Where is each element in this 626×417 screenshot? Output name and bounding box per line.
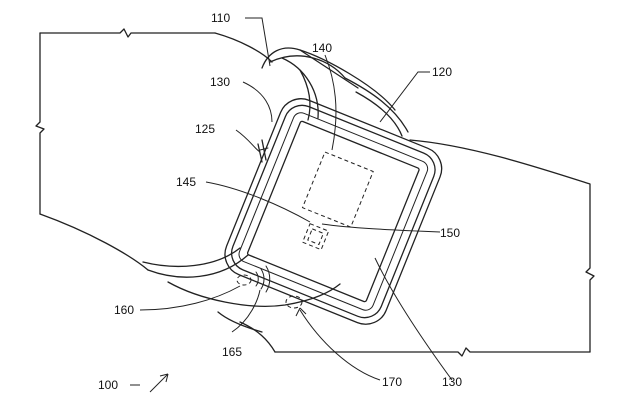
ref-label-120: 120 <box>432 65 452 79</box>
crown-button <box>257 139 269 163</box>
reference-numerals: 110 140 120 130 125 145 150 160 165 170 … <box>98 11 462 392</box>
ref-label-125: 125 <box>195 122 215 136</box>
rear-strap <box>261 47 396 121</box>
top-strap <box>344 77 409 137</box>
watch-case <box>224 98 443 325</box>
ref-label-170: 170 <box>382 375 402 389</box>
ref-label-145: 145 <box>176 175 196 189</box>
ref-label-130-top: 130 <box>210 75 230 89</box>
ref-label-140: 140 <box>312 41 332 55</box>
forearm-outline <box>35 28 595 357</box>
leader-lines <box>130 17 453 393</box>
wrist-sensors <box>236 265 303 309</box>
ref-label-100: 100 <box>98 378 118 392</box>
ref-label-110: 110 <box>211 11 230 25</box>
ref-label-150: 150 <box>440 226 460 240</box>
ref-label-160: 160 <box>114 303 134 317</box>
ref-label-165: 165 <box>222 345 242 359</box>
ref-label-130-bottom: 130 <box>442 375 462 389</box>
